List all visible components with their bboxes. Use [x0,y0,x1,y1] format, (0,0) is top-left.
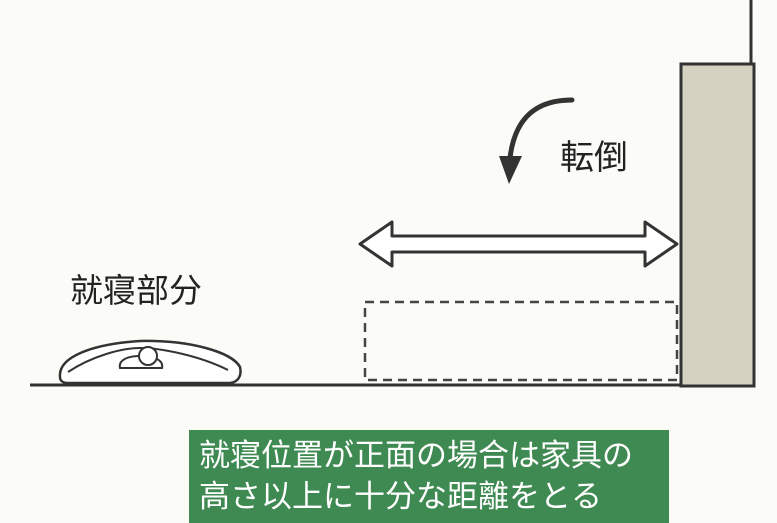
fallen-furniture-outline [363,300,679,382]
fall-label: 転倒 [560,138,628,178]
falling-arrow-icon [499,97,575,184]
caption-line-1: 就寝位置が正面の場合は家具の [199,438,633,474]
distance-arrow [358,220,679,268]
furniture-cabinet [679,62,756,388]
sleeping-person-icon [58,339,242,385]
caption-line-2: 高さ以上に十分な距離をとる [199,479,602,515]
sleeping-area-label: 就寝部分 [70,271,202,310]
caption-box: 就寝位置が正面の場合は家具の 高さ以上に十分な距離をとる [189,430,669,523]
